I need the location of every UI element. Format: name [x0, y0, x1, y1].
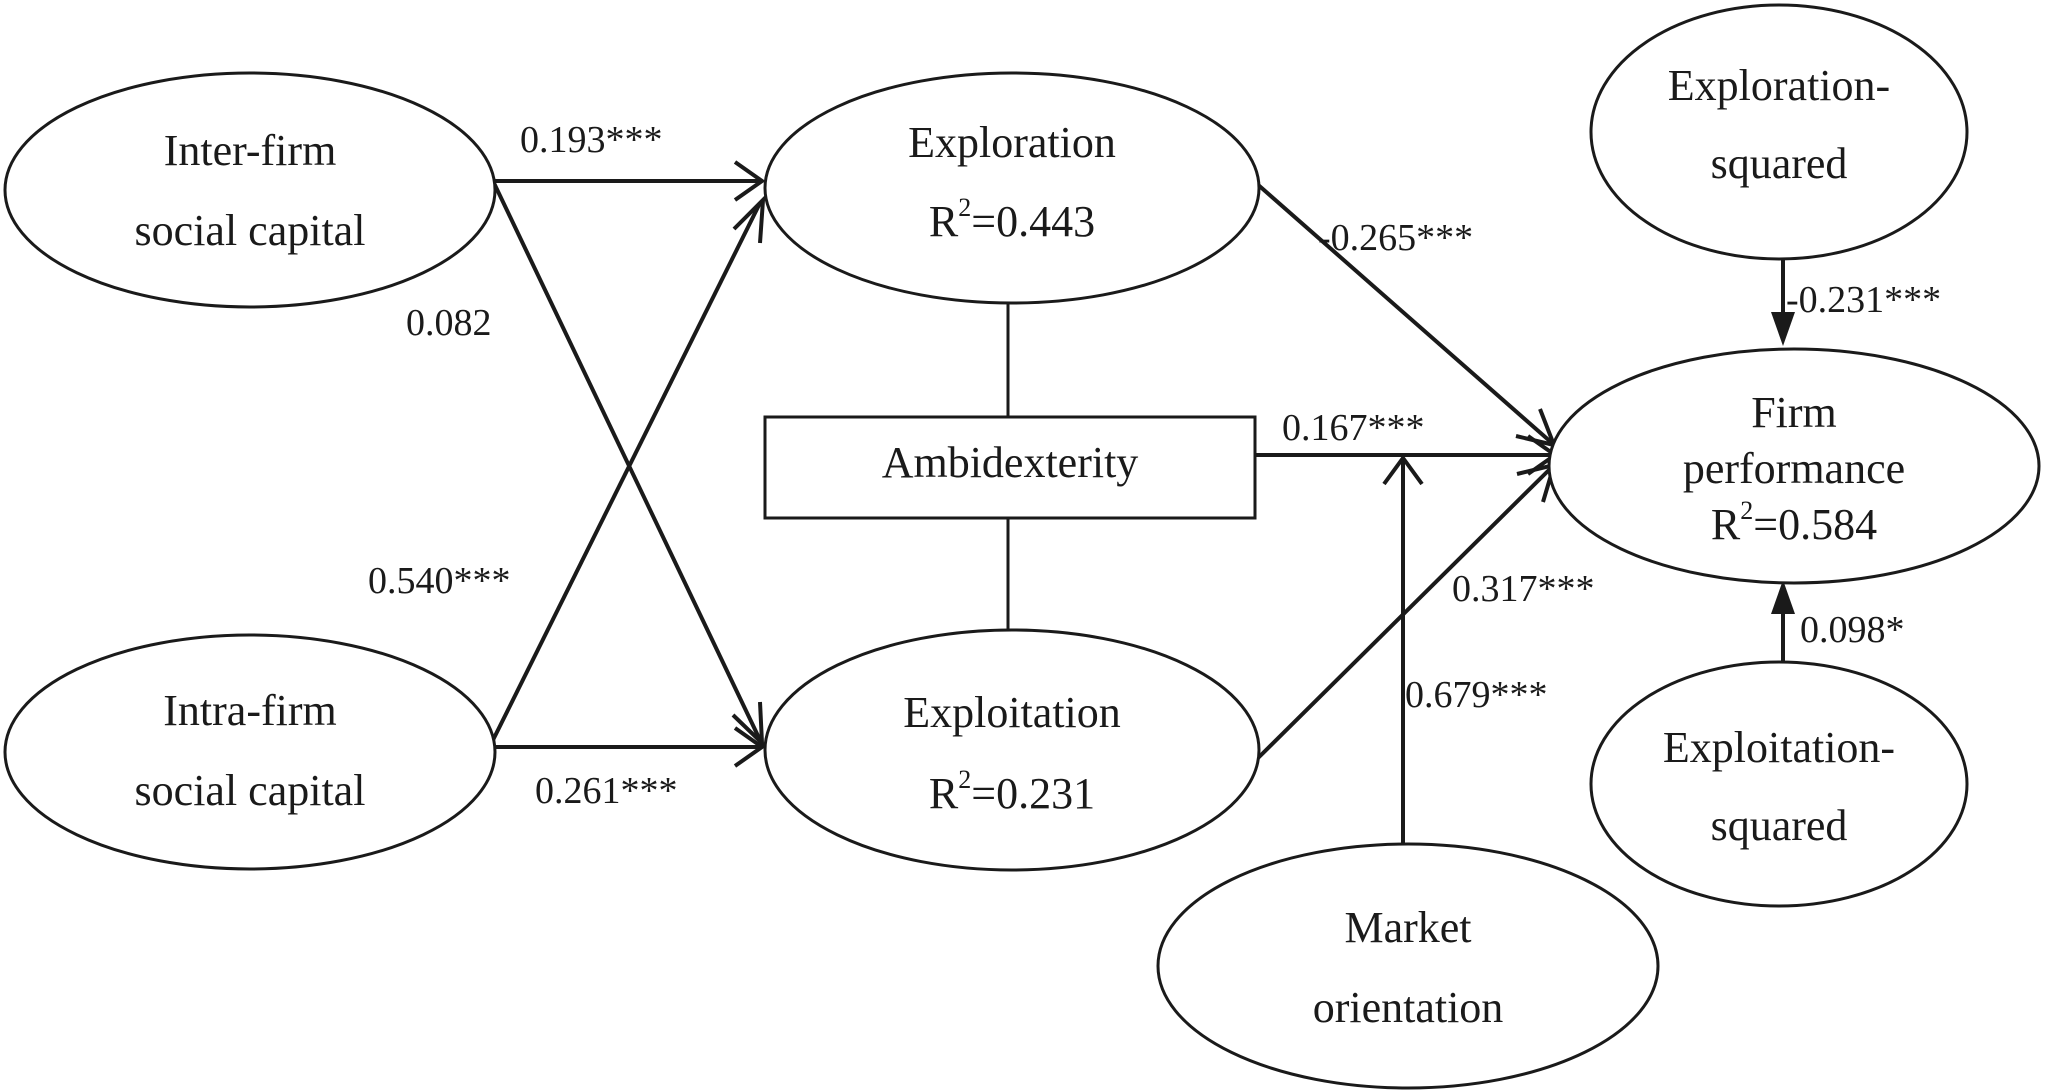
exploitation-label: Exploitation [903, 688, 1121, 737]
label-intra-to-exploitation: 0.261*** [535, 770, 678, 812]
edge-intra-to-exploitation [493, 726, 766, 768]
exploitation-squared-line2: squared [1711, 801, 1848, 850]
node-ambidexterity: Ambidexterity [763, 415, 1257, 520]
node-intra-firm-social-capital: Intra-firm social capital [3, 633, 497, 871]
ambidexterity-label: Ambidexterity [882, 438, 1139, 487]
label-intra-to-exploration: 0.540*** [368, 560, 511, 602]
node-exploration: Exploration R2=0.443 [763, 71, 1261, 305]
edge-inter-to-exploitation [491, 180, 765, 748]
exploration-r2: R2=0.443 [929, 193, 1095, 246]
edge-market-to-path [1382, 454, 1424, 847]
label-exploitation-squared-to-performance: 0.098* [1800, 609, 1905, 651]
node-exploration-squared: Exploration- squared [1589, 3, 1969, 261]
label-exploration-squared-to-performance: -0.231*** [1786, 279, 1941, 321]
node-exploitation: Exploitation R2=0.231 [763, 628, 1261, 872]
label-exploitation-to-performance: 0.317*** [1452, 568, 1595, 610]
intra-firm-line1: Intra-firm [163, 686, 336, 735]
exploitation-squared-line1: Exploitation- [1663, 723, 1895, 772]
inter-firm-line1: Inter-firm [164, 126, 337, 175]
firm-performance-r2: R2=0.584 [1711, 496, 1877, 549]
exploration-squared-line1: Exploration- [1668, 61, 1890, 110]
firm-performance-line1: Firm [1751, 388, 1837, 437]
label-ambidexterity-to-performance: 0.167*** [1282, 407, 1425, 449]
node-inter-firm-social-capital: Inter-firm social capital [3, 71, 497, 309]
exploitation-r2: R2=0.231 [929, 765, 1095, 818]
node-exploitation-squared: Exploitation- squared [1589, 660, 1969, 908]
intra-firm-line2: social capital [135, 766, 366, 815]
market-orientation-line1: Market [1344, 903, 1471, 952]
label-market-to-performance: 0.679*** [1405, 674, 1548, 716]
exploration-label: Exploration [908, 118, 1116, 167]
edge-intra-to-exploration [491, 194, 766, 741]
label-inter-to-exploration: 0.193*** [520, 119, 663, 161]
inter-firm-line2: social capital [135, 206, 366, 255]
market-orientation-line2: orientation [1313, 983, 1504, 1032]
node-firm-performance: Firm performance R2=0.584 [1547, 347, 2041, 585]
node-market-orientation: Market orientation [1156, 842, 1660, 1090]
edge-inter-to-exploration [493, 160, 766, 202]
edge-exploration-squared-to-performance [1771, 258, 1795, 346]
exploration-squared-line2: squared [1711, 139, 1848, 188]
label-exploration-to-performance: -0.265*** [1318, 217, 1473, 259]
edge-exploitation-squared-to-performance [1771, 580, 1795, 670]
label-inter-to-exploitation: 0.082 [406, 302, 492, 344]
firm-performance-line2: performance [1683, 444, 1905, 493]
